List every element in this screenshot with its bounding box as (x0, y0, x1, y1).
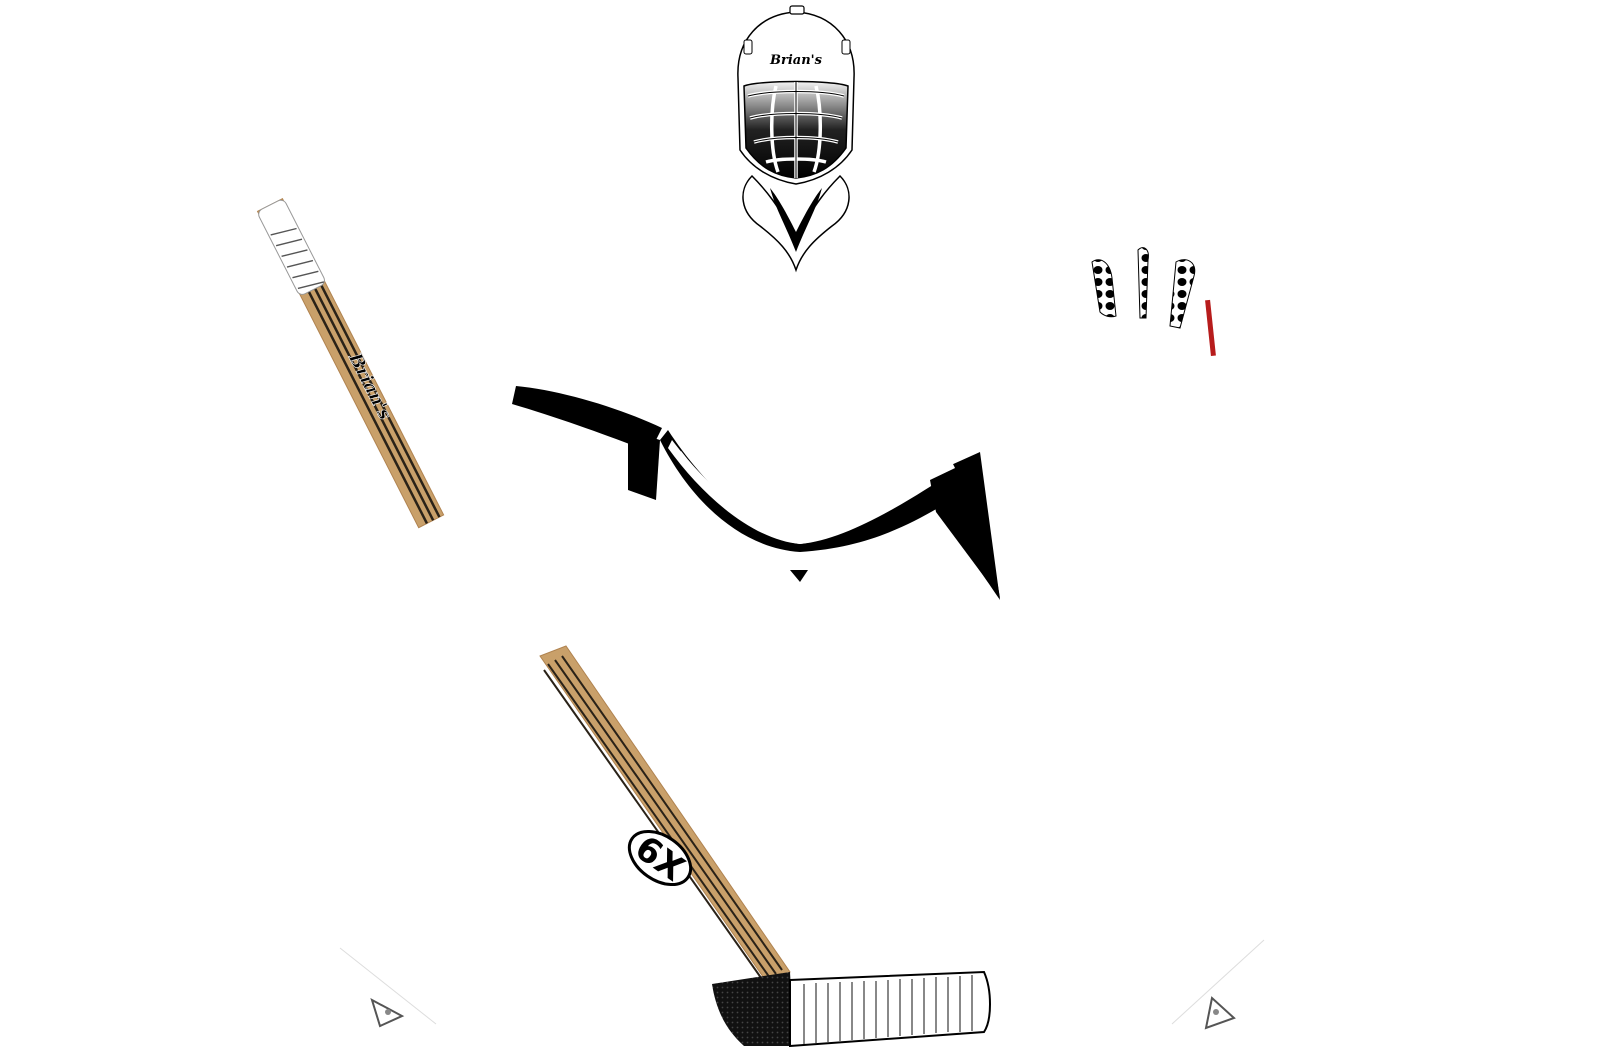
glove-fingers (1091, 247, 1216, 357)
stick-shaft-upper: Brian's (256, 197, 445, 529)
glove-lace (1205, 299, 1216, 357)
skate-left (339, 947, 437, 1028)
goalie-mask: Brian's (737, 5, 855, 273)
skate-blade-icon (1204, 996, 1236, 1030)
mask-brand-label: Brian's (769, 53, 823, 68)
skate-right (1171, 939, 1265, 1030)
stick-grip-tape (258, 199, 325, 295)
throat-guard (742, 174, 850, 273)
jersey-collar (512, 386, 1000, 600)
stick-lower: 6X (539, 645, 991, 1047)
